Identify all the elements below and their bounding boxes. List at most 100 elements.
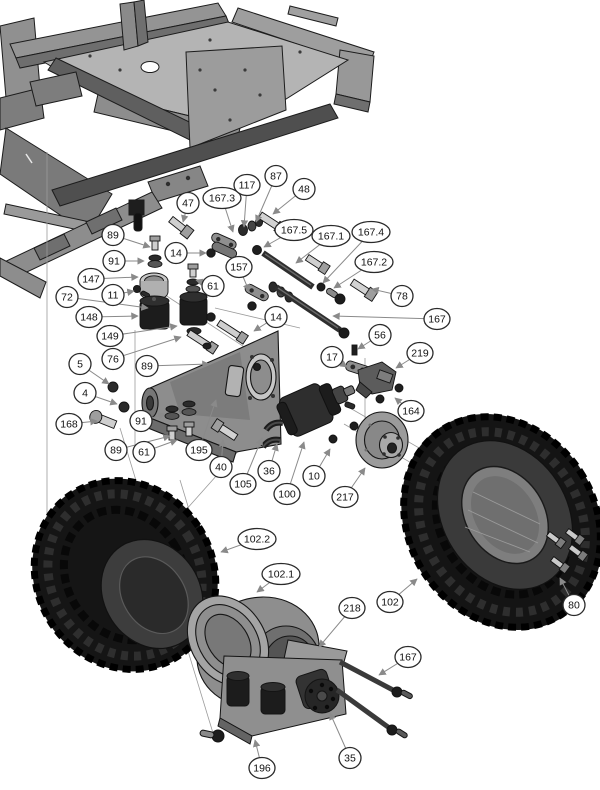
callout-149-18[interactable]: 149 — [96, 324, 124, 348]
svg-text:91: 91 — [135, 416, 147, 428]
callout-105-32[interactable]: 105 — [229, 472, 257, 496]
callout-219-39[interactable]: 219 — [406, 341, 434, 365]
callout-117-2[interactable]: 117 — [233, 173, 261, 197]
svg-text:105: 105 — [234, 479, 252, 491]
bolt-mid — [304, 254, 331, 276]
svg-text:17: 17 — [326, 352, 338, 364]
svg-text:35: 35 — [344, 753, 356, 765]
link-plate-157 — [244, 283, 269, 302]
callout-100-34[interactable]: 100 — [273, 482, 301, 506]
svg-text:76: 76 — [107, 354, 119, 366]
callout-80-45[interactable]: 80 — [562, 593, 586, 617]
callout-167.4-7[interactable]: 167.4 — [351, 220, 391, 244]
motor-35 — [295, 668, 340, 714]
transaxle-bracket — [199, 639, 413, 745]
callout-40-31[interactable]: 40 — [209, 455, 233, 479]
callout-195-30[interactable]: 195 — [185, 438, 213, 462]
svg-text:167.2: 167.2 — [361, 257, 387, 269]
callout-89-11[interactable]: 89 — [101, 223, 125, 247]
callout-61-21[interactable]: 61 — [201, 274, 225, 298]
washer-117 — [238, 224, 248, 236]
svg-text:48: 48 — [298, 184, 310, 196]
nut-10 — [328, 434, 338, 444]
svg-text:148: 148 — [80, 312, 98, 324]
callout-102.1-42[interactable]: 102.1 — [261, 562, 301, 586]
callout-218-44[interactable]: 218 — [338, 596, 366, 620]
pin-56 — [351, 344, 358, 356]
callout-167-46[interactable]: 167 — [394, 645, 422, 669]
callout-164-40[interactable]: 164 — [397, 399, 425, 423]
callout-78-9[interactable]: 78 — [390, 284, 414, 308]
callout-89-20[interactable]: 89 — [135, 354, 159, 378]
ball-joint-167-2 — [326, 287, 346, 305]
svg-text:219: 219 — [411, 348, 429, 360]
rubber-puck-148 — [139, 295, 170, 330]
nut-4 — [118, 401, 130, 413]
axis-lines-through-bore — [464, 491, 541, 553]
callout-217-36[interactable]: 217 — [331, 485, 359, 509]
mounting-plate-holes — [88, 38, 302, 122]
bolt-40 — [210, 418, 239, 441]
svg-text:100: 100 — [278, 489, 296, 501]
nut-164a — [394, 383, 404, 393]
svg-text:117: 117 — [239, 180, 256, 192]
callout-91-13[interactable]: 91 — [102, 249, 126, 273]
callout-48-4[interactable]: 48 — [292, 177, 316, 201]
svg-text:157: 157 — [230, 262, 248, 274]
lower-fasteners — [89, 381, 239, 441]
bolt-47 — [168, 215, 195, 240]
pivot-bolt-b — [186, 329, 219, 355]
callout-10-35[interactable]: 10 — [302, 464, 326, 488]
screw-61b — [183, 421, 195, 437]
callout-14-12[interactable]: 14 — [164, 241, 188, 265]
callout-14-23[interactable]: 14 — [264, 305, 288, 329]
callout-167.3-1[interactable]: 167.3 — [202, 186, 242, 210]
callout-11-15[interactable]: 11 — [101, 283, 125, 307]
callout-148-17[interactable]: 148 — [75, 305, 103, 329]
callout-87-3[interactable]: 87 — [264, 164, 288, 188]
link-plate-pair — [211, 232, 238, 259]
leader-76 — [112, 335, 182, 360]
callout-89-28[interactable]: 89 — [104, 438, 128, 462]
callout-61-29[interactable]: 61 — [132, 440, 156, 464]
callout-72-16[interactable]: 72 — [55, 285, 79, 309]
cup-ring-147 — [139, 272, 169, 301]
callout-167.2-8[interactable]: 167.2 — [354, 250, 394, 274]
svg-text:89: 89 — [107, 230, 119, 242]
svg-text:167.3: 167.3 — [209, 193, 235, 205]
callout-5-24[interactable]: 5 — [68, 352, 92, 376]
callout-36-33[interactable]: 36 — [257, 459, 281, 483]
svg-text:167: 167 — [428, 314, 446, 326]
callout-196-47[interactable]: 196 — [248, 756, 276, 780]
callout-168-26[interactable]: 168 — [55, 412, 83, 436]
callout-147-14[interactable]: 147 — [77, 267, 105, 291]
chassis-frame — [0, 0, 375, 299]
svg-text:217: 217 — [336, 492, 354, 504]
svg-text:47: 47 — [182, 198, 194, 210]
callout-167.1-6[interactable]: 167.1 — [311, 224, 351, 248]
callout-76-19[interactable]: 76 — [101, 347, 125, 371]
callout-4-25[interactable]: 4 — [73, 381, 97, 405]
callout-47-0[interactable]: 47 — [176, 191, 200, 215]
svg-text:14: 14 — [270, 312, 282, 324]
screw-11 — [132, 284, 142, 294]
callout-167.5-5[interactable]: 167.5 — [274, 218, 314, 242]
callout-157-22[interactable]: 157 — [225, 255, 253, 279]
svg-text:72: 72 — [61, 292, 73, 304]
callout-56-38[interactable]: 56 — [368, 323, 392, 347]
nut-14 — [206, 248, 216, 258]
svg-text:91: 91 — [108, 256, 120, 268]
nut-89b — [202, 342, 212, 350]
callout-102.2-41[interactable]: 102.2 — [237, 527, 277, 551]
callout-102-43[interactable]: 102 — [376, 590, 404, 614]
callout-35-48[interactable]: 35 — [338, 746, 362, 770]
callout-167-10[interactable]: 167 — [423, 307, 451, 331]
callout-17-37[interactable]: 17 — [320, 345, 344, 369]
bushing-cluster — [132, 235, 249, 355]
callout-91-27[interactable]: 91 — [129, 409, 153, 433]
frame-pin-stub — [128, 199, 145, 232]
swingarm-bracket — [141, 330, 282, 463]
screw-61-top — [185, 263, 201, 293]
